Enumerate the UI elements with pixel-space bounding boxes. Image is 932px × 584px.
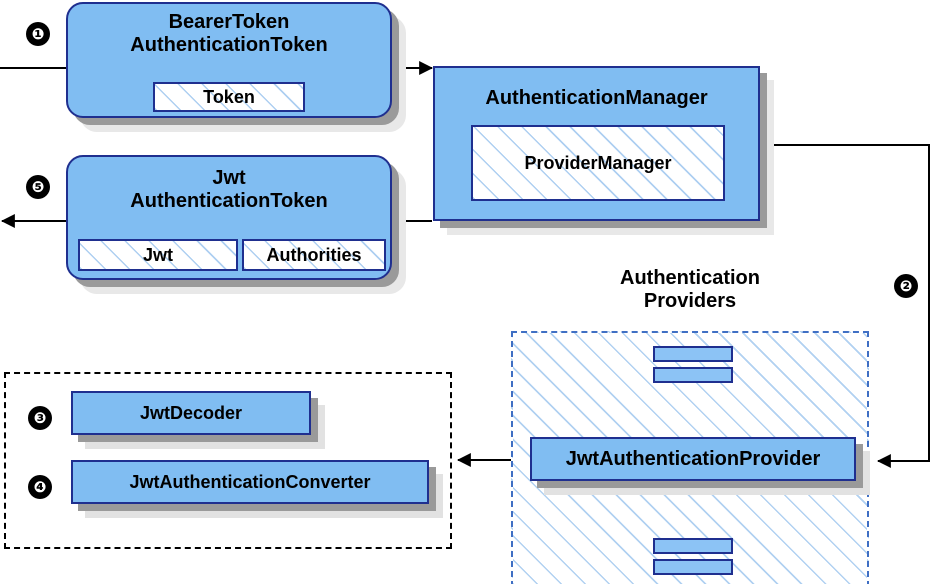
arrow-manager-to-provider — [760, 144, 930, 468]
node-jwt-authentication-converter[interactable]: JwtAuthenticationConverter — [71, 460, 429, 504]
authentication-providers-caption: Authentication Providers — [560, 267, 820, 313]
jwt-authentication-provider-label: JwtAuthenticationProvider — [565, 447, 821, 470]
node-jwt-authentication-token[interactable]: Jwt AuthenticationToken Jwt Authorities — [66, 155, 392, 280]
badge-step-2: ❷ — [894, 274, 918, 298]
chip-token: Token — [153, 82, 305, 112]
chip-jwt: Jwt — [78, 239, 238, 271]
bearer-token-title: BearerToken AuthenticationToken — [68, 11, 390, 57]
node-jwt-authentication-provider[interactable]: JwtAuthenticationProvider — [530, 437, 856, 481]
chip-provider-manager: ProviderManager — [471, 125, 725, 201]
authentication-manager-title: AuthenticationManager — [485, 87, 708, 109]
badge-step-1: ❶ — [26, 22, 50, 46]
node-jwt-decoder[interactable]: JwtDecoder — [71, 391, 311, 435]
badge-step-3: ❸ — [28, 406, 52, 430]
node-bearer-token-authentication-token[interactable]: BearerToken AuthenticationToken Token — [66, 2, 392, 118]
jwt-token-title: Jwt AuthenticationToken — [68, 167, 390, 213]
jwt-components-zone — [4, 372, 452, 549]
jwt-authentication-converter-label: JwtAuthenticationConverter — [129, 471, 371, 492]
provider-bar-top-2 — [653, 367, 733, 383]
provider-bar-bottom-1 — [653, 538, 733, 554]
bearer-token-title-line-1: BearerToken — [168, 11, 290, 33]
providers-caption-line-1: Authentication — [620, 267, 760, 289]
provider-bar-bottom-2 — [653, 559, 733, 575]
jwt-token-title-line-1: Jwt — [212, 167, 246, 189]
provider-manager-label: ProviderManager — [524, 152, 672, 173]
badge-step-4: ❹ — [28, 475, 52, 499]
node-authentication-manager[interactable]: AuthenticationManager ProviderManager — [433, 66, 760, 221]
jwt-token-title-line-2: AuthenticationToken — [130, 190, 328, 213]
token-label: Token — [203, 86, 255, 107]
bearer-token-title-line-2: AuthenticationToken — [130, 34, 328, 57]
badge-step-5: ❺ — [26, 175, 50, 199]
chip-authorities: Authorities — [242, 239, 386, 271]
providers-caption-line-2: Providers — [643, 290, 737, 313]
authorities-chip-label: Authorities — [266, 244, 362, 265]
jwt-chip-label: Jwt — [142, 244, 173, 265]
provider-bar-top-1 — [653, 346, 733, 362]
jwt-decoder-label: JwtDecoder — [139, 402, 243, 423]
